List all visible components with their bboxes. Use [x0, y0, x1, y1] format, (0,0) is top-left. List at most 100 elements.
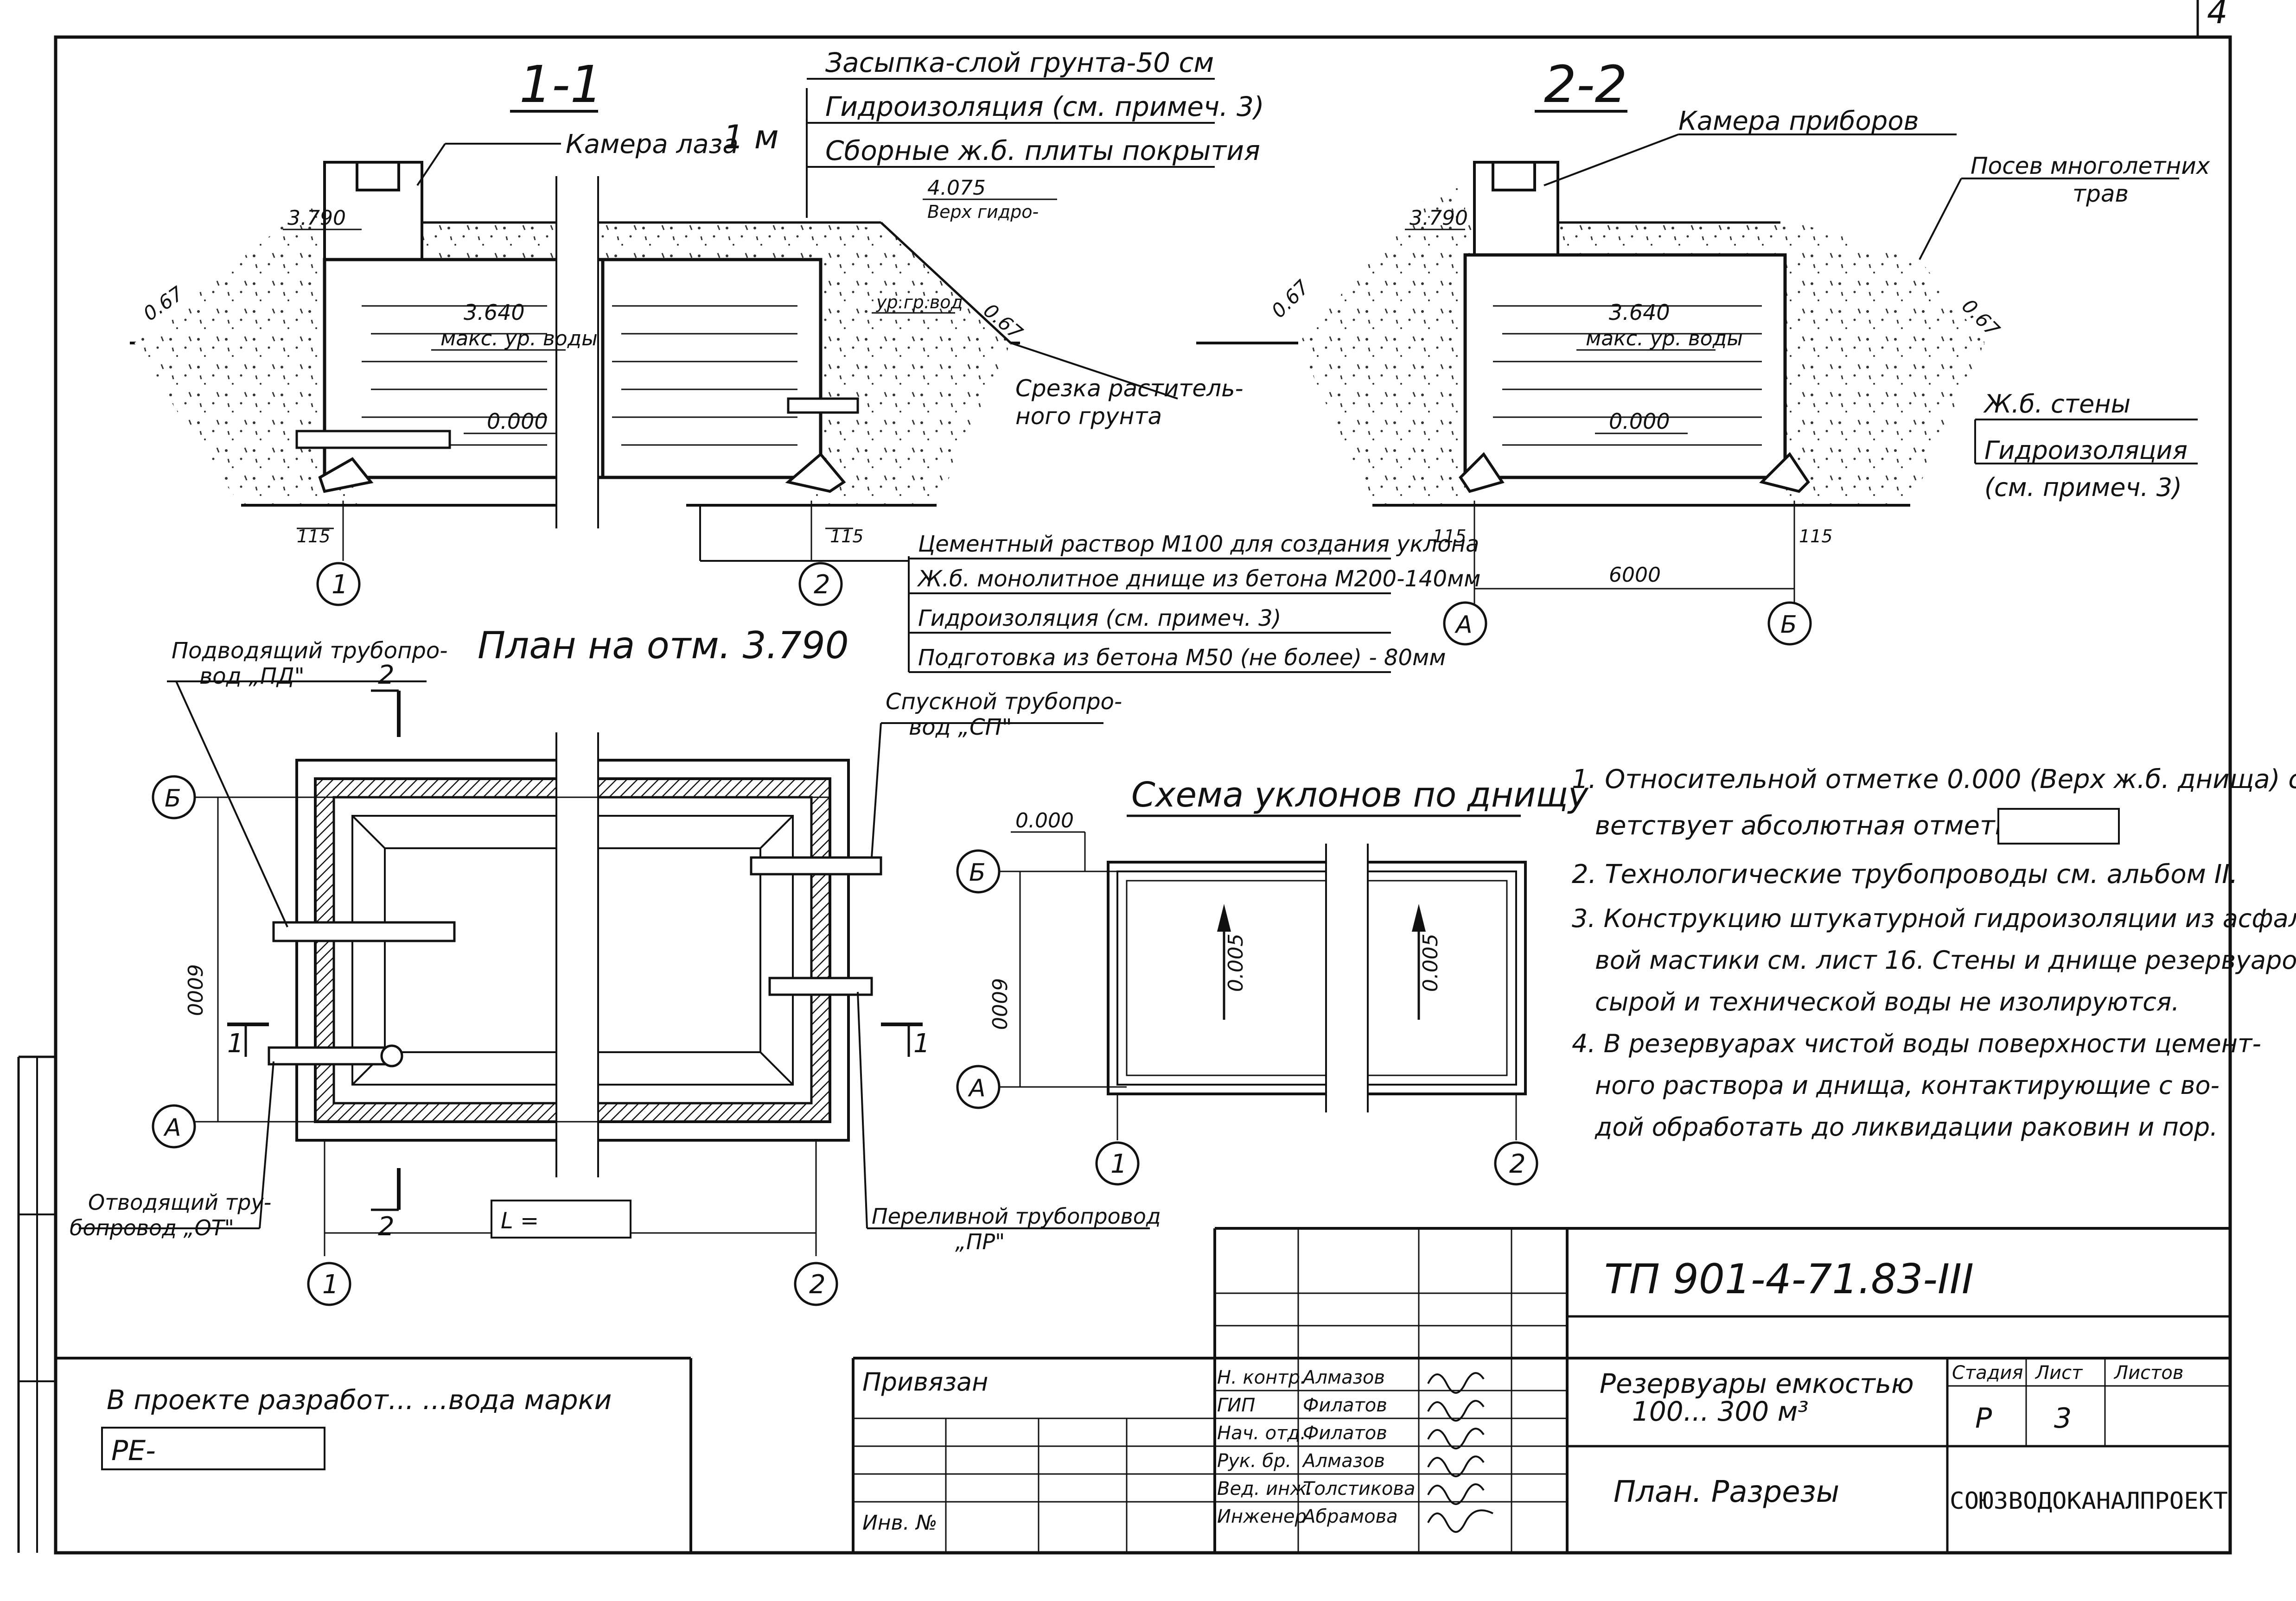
section-1-mark-0000: 0.000	[487, 409, 548, 434]
plan-title: План на отм. 3.790	[478, 624, 849, 667]
stamp-name-4: Толстикова	[1303, 1478, 1415, 1499]
section-1-title: 1-1	[519, 55, 603, 114]
stamp-designation: ТП 901-4-71.83-III	[1604, 1255, 1974, 1303]
scheme-dim-6000: 6000	[987, 978, 1011, 1030]
section-1-layer-2: Сборные ж.б. плиты покрытия	[825, 135, 1260, 166]
plan-axis-1-marker	[307, 1262, 351, 1306]
section-1-mark-top: 4.075	[927, 176, 986, 200]
plan-axis-2: 2	[809, 1270, 826, 1300]
stamp-org: СОЮЗВОДОКАНАЛПРОЕКТ	[1950, 1487, 2228, 1514]
stamp-name-1: Филатов	[1303, 1395, 1387, 1416]
plan-axis-b-marker	[152, 775, 196, 820]
stamp-name-5: Абрамова	[1301, 1506, 1398, 1527]
section-2-camera-label: Камера приборов	[1678, 106, 1919, 136]
signatures	[1427, 1372, 1493, 1533]
plan-cut-2-top: 2	[378, 660, 395, 690]
section-1-annot-1m: 1 м	[723, 118, 779, 156]
bottom-layer-2: Гидроизоляция (см. примеч. 3)	[918, 605, 1281, 631]
stamp-subtitle: План. Разрезы	[1614, 1475, 1839, 1509]
section-2-slope-left: 0.67	[1267, 275, 1314, 322]
stamp-role-5: Инженер	[1217, 1506, 1307, 1527]
section-2-max-water: макс. ур. воды	[1586, 327, 1743, 350]
stamp-stage: Р	[1975, 1402, 1992, 1435]
scheme-mark-0000: 0.000	[1015, 809, 1074, 832]
bottom-layer-0: Цементный раствор М100 для создания укло…	[918, 531, 1479, 557]
note-line-1: ветствует абсолютная отметка	[1595, 811, 2027, 841]
stamp-stage-header: Стадия	[1952, 1362, 2023, 1384]
note-line-7: ного раствора и днища, контактирующие с …	[1595, 1071, 2219, 1100]
section-2-mark-0000: 0.000	[1609, 409, 1670, 434]
note-line-4: вой мастики см. лист 16. Стены и днище р…	[1595, 946, 2296, 975]
embankment-2-right	[1780, 218, 1984, 505]
section-1-dim-115a: 115	[297, 526, 331, 546]
plan-dim-6000: 6000	[183, 964, 206, 1016]
embankment-2-left	[1298, 185, 1465, 505]
stamp-sheet: 3	[2054, 1402, 2072, 1435]
section-1-mark-3790: 3.790	[287, 206, 346, 230]
stamp-role-3: Рук. бр.	[1217, 1450, 1291, 1472]
plan-axis-a: А	[163, 1114, 181, 1142]
section-2-dim-6000: 6000	[1609, 563, 1661, 587]
plan-axis-b: Б	[165, 785, 181, 813]
note-abs-mark-box	[1997, 808, 2120, 845]
scheme-slope-2: 0.005	[1419, 934, 1442, 992]
sheet-frame	[17, 0, 2232, 1555]
plan-cut-2-bottom: 2	[378, 1212, 395, 1242]
bottom-layer-1: Ж.б. монолитное днище из бетона М200-140…	[917, 566, 1480, 592]
section-1-cut-soil: Срезка раститель-ного грунта	[1015, 375, 1244, 430]
section-2-axis-a-marker	[1443, 601, 1487, 646]
bottom-layer-3: Подготовка из бетона М50 (не более) - 80…	[918, 645, 1446, 671]
section-1-mark-top-label: Верх гидро-	[927, 202, 1039, 222]
note-line-2: 2. Технологические трубопроводы см. альб…	[1572, 859, 2238, 889]
note-line-5: сырой и технической воды не изолируются.	[1595, 987, 2180, 1017]
stamp-name-3: Алмазов	[1301, 1450, 1385, 1472]
section-1-mark-3640: 3.640	[464, 300, 525, 325]
stamp-privyazan: Привязан	[862, 1367, 988, 1397]
scheme-axis-1-marker	[1095, 1141, 1140, 1186]
scheme-axis-b-marker	[956, 849, 1001, 894]
stamp-role-0: Н. контр.	[1217, 1367, 1306, 1388]
section-1-axis-1-marker	[316, 562, 361, 606]
embankment-left	[134, 185, 362, 505]
section-1-axis-1: 1	[332, 570, 348, 600]
section-2-dim-115a: 115	[1433, 526, 1467, 546]
plan-cut-1-left: 1	[227, 1029, 244, 1059]
note-line-0: 1. Относительной отметке 0.000 (Верх ж.б…	[1572, 764, 2296, 794]
plan-length-label: L =	[501, 1208, 539, 1234]
scheme-axis-a: А	[968, 1074, 986, 1102]
sheet-corner-number: 4	[2207, 0, 2228, 31]
stamp-sheet-header: Лист	[2035, 1362, 2083, 1384]
section-1-camera-label: Камера лаза	[566, 129, 739, 159]
scheme-axis-1: 1	[1110, 1149, 1127, 1179]
section-1-axis-2: 2	[814, 570, 830, 600]
title-block: Привязан Инв. № ТП 901-4-71.83-III Резер…	[852, 1227, 2230, 1553]
stamp-name-0: Алмазов	[1301, 1367, 1385, 1388]
plan-overflow-label: Переливной трубопровод„ПР"	[872, 1204, 1161, 1254]
stamp-role-1: ГИП	[1217, 1395, 1255, 1416]
scheme-axis-b: Б	[969, 859, 986, 887]
plan-cut-1-right: 1	[913, 1029, 930, 1059]
stamp-name-2: Филатов	[1303, 1423, 1387, 1444]
stamp-inv: Инв. №	[862, 1511, 937, 1535]
stamp-role-2: Нач. отд.	[1217, 1423, 1306, 1444]
note-line-6: 4. В резервуарах чистой воды поверхности…	[1572, 1029, 2261, 1058]
developed-text: В проекте разработ... ...вода марки	[107, 1384, 612, 1416]
note-line-8: дой обработать до ликвидации раковин и п…	[1594, 1112, 2218, 1142]
section-2-axis-a: А	[1454, 611, 1473, 639]
section-1-layer-1: Гидроизоляция (см. примеч. 3)	[825, 91, 1264, 122]
slope-scheme: Схема уклонов по днищу 0.005 0.005 0.000…	[956, 775, 1589, 1186]
embankment-right	[816, 218, 1011, 505]
section-1-axis-2-marker	[798, 562, 843, 606]
plan-axis-1: 1	[322, 1270, 339, 1300]
section-2-waterproof: Гидроизоляция(см. примеч. 3)	[1984, 436, 2188, 502]
section-2-dim-115b: 115	[1799, 526, 1833, 546]
developed-mark: РЕ-	[111, 1435, 156, 1467]
note-line-3: 3. Конструкцию штукатурной гидроизоляции…	[1572, 904, 2296, 933]
plan-axis-a-marker	[152, 1104, 196, 1149]
stamp-role-4: Вед. инж.	[1217, 1478, 1313, 1499]
notes: 1. Относительной отметке 0.000 (Верх ж.б…	[1572, 764, 2296, 1142]
plan-outlet-label: Отводящий тру-бопровод „ОТ"	[70, 1190, 271, 1240]
